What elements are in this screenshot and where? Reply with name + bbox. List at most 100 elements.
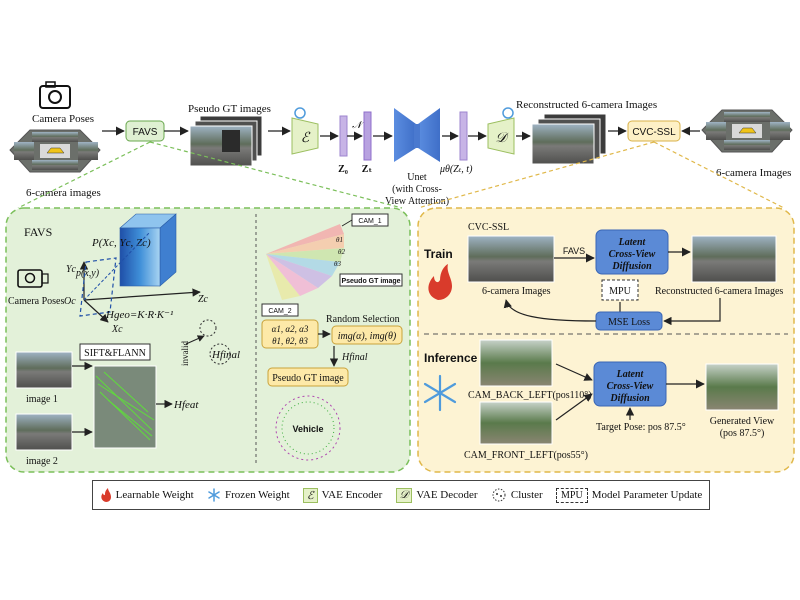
vae-decoder: 𝒟	[487, 107, 515, 155]
train-ld-line2: Cross-View	[609, 249, 656, 260]
six-camera-hexagon-right	[701, 109, 793, 153]
decoder-symbol: 𝒟	[495, 131, 509, 146]
h-final-label: Hfinal	[211, 349, 240, 361]
encoder-symbol: ℰ	[301, 131, 311, 146]
legend-cluster-label: Cluster	[510, 489, 543, 501]
favs-zoom-guide-left	[17, 141, 151, 209]
mse-loss-label: MSE Loss	[608, 317, 650, 328]
favs-box-label: FAVS	[133, 127, 158, 138]
zt-latent-bar	[363, 111, 372, 161]
favs-panel: FAVS P(Xc, Yc, Zc) p(x,y) Yc Oc Xc Zc Ca…	[5, 207, 411, 473]
train-label: Train	[424, 247, 453, 261]
h-final-right-label: Hfinal	[341, 352, 368, 363]
unet-sub-2: View Attention)	[385, 196, 449, 207]
h-geo-formula: Hgeo=K·R·K⁻¹	[105, 309, 173, 321]
sift-flann-box	[79, 343, 151, 361]
train-cvc-ssl-label: CVC-SSL	[468, 222, 509, 233]
pseudo-gt-image-box-label: Pseudo GT image	[272, 373, 344, 384]
six-camera-images-label: 6-camera images	[26, 187, 101, 199]
theta1-fan-label: θ1	[336, 236, 343, 244]
image-2-label: image 2	[26, 456, 58, 467]
legend-cluster: Cluster	[491, 488, 543, 502]
cam1-label: CAM_1	[358, 218, 381, 225]
img-selection-expr: img(α), img(θ)	[338, 331, 397, 342]
legend-vae-decoder: 𝒟 VAE Decoder	[395, 487, 478, 503]
theta3-fan-label: θ3	[334, 260, 341, 268]
mu-latent-bar	[459, 111, 468, 161]
mpu-label: MPU	[609, 286, 631, 297]
generated-view-line1: Generated View	[710, 416, 775, 427]
cvc-ssl-box-label: CVC-SSL	[632, 127, 676, 138]
mu-theta-label: μθ(Zₜ, t)	[439, 164, 473, 175]
vehicle-label: Vehicle	[292, 424, 323, 434]
vae-encoder: ℰ	[291, 107, 319, 155]
legend-mpu-label: Model Parameter Update	[591, 489, 703, 501]
alpha-values: α1, α2, α3	[272, 324, 309, 334]
cam2-box	[261, 303, 299, 317]
favs-zoom-guide-right	[149, 141, 403, 209]
cam-back-left-label: CAM_BACK_LEFT(pos110°)	[468, 390, 592, 401]
image-1-label: image 1	[26, 394, 58, 405]
snowflake-icon	[208, 488, 220, 502]
camera-view-fan	[266, 224, 344, 300]
pseudo-gt-fan-label: Pseudo GT image	[341, 278, 400, 285]
camera-icon	[17, 269, 49, 288]
axis-zc: Zc	[198, 294, 209, 305]
train-favs-label: FAVS	[563, 246, 585, 256]
inference-ld-line2: Cross-View	[607, 381, 654, 392]
theta-values: θ1, θ2, θ3	[272, 336, 308, 346]
legend-vae-decoder-label: VAE Decoder	[416, 489, 478, 501]
snowflake-icon	[423, 374, 457, 412]
z0-label: Z₀	[338, 164, 348, 175]
cluster-icon	[199, 319, 231, 365]
cam-back-left-image	[479, 339, 553, 387]
legend-vae-encoder: ℰ VAE Encoder	[302, 487, 383, 503]
target-pose-label: Target Pose: pos 87.5°	[596, 422, 686, 433]
h-feat-label: Hfeat	[173, 399, 199, 411]
train-reconstructed-label: Reconstructed 6-camera Images	[655, 286, 783, 297]
legend-frozen: Frozen Weight	[207, 488, 290, 502]
pseudo-gt-image-stack	[189, 115, 263, 167]
pseudo-gt-fan-box	[339, 273, 403, 287]
legend-vae-encoder-label: VAE Encoder	[321, 489, 383, 501]
point-2d-label: p(x,y)	[75, 268, 100, 279]
feature-matching-image	[93, 365, 157, 449]
unet-sub-1: (with Cross-	[392, 184, 442, 195]
invalid-label: invalid	[180, 341, 190, 366]
vae-decoder-symbol: 𝒟	[395, 487, 413, 503]
flame-icon	[100, 488, 111, 502]
zt-label: Zₜ	[362, 164, 373, 175]
reconstructed-label: Reconstructed 6-camera Images	[516, 99, 657, 111]
legend-learnable: Learnable Weight	[100, 488, 194, 502]
generated-view-line2: (pos 87.5°)	[720, 428, 765, 439]
projection-cube	[119, 213, 177, 287]
reconstructed-image-stack	[531, 113, 607, 165]
six-camera-images-right-label: 6-camera Images	[716, 167, 791, 179]
top-pipeline: Camera Poses 6-camera images FAVS Pseudo…	[9, 81, 793, 207]
inference-ld-line1: Latent	[616, 369, 645, 380]
mpu-box	[601, 279, 639, 301]
cvc-zoom-guide-right	[653, 141, 785, 209]
sift-flann-label: SIFT&FLANN	[84, 348, 146, 359]
legend-learnable-label: Learnable Weight	[115, 489, 194, 501]
cam-front-left-label: CAM_FRONT_LEFT(pos55°)	[464, 450, 588, 461]
generated-view-image	[705, 363, 779, 411]
z0-latent-bar	[339, 115, 348, 157]
legend-mpu: MPU Model Parameter Update	[556, 487, 703, 503]
inference-label: Inference	[424, 351, 478, 365]
favs-camera-poses-label: Camera Poses	[8, 296, 64, 307]
axis-yc: Yc	[66, 264, 77, 275]
legend: Learnable Weight Frozen Weight ℰ VAE Enc…	[92, 480, 710, 510]
img-selection-box	[331, 325, 403, 345]
camera-poses-label: Camera Poses	[32, 113, 94, 125]
train-input-label: 6-camera Images	[482, 286, 551, 297]
camera-icon	[39, 81, 71, 109]
favs-panel-title: FAVS	[24, 225, 52, 239]
six-camera-hexagon-left	[9, 129, 101, 173]
axis-xc: Xc	[111, 324, 123, 335]
image-1-thumbnail	[15, 351, 73, 389]
unet-label: Unet	[407, 172, 427, 183]
train-reconstructed-images	[691, 235, 777, 283]
noise-symbol: 𝒩	[352, 120, 365, 131]
train-ld-line1: Latent	[618, 237, 647, 248]
